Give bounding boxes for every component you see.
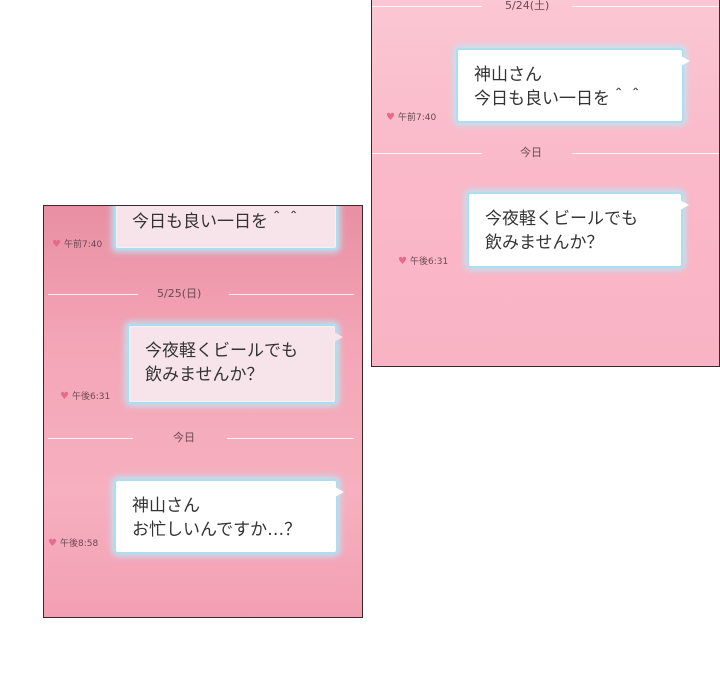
time-label: 午後8:58 <box>59 539 99 549</box>
today-divider: 今日 <box>44 429 362 449</box>
bubble-tail <box>334 332 343 342</box>
date-divider: 5/24(土) <box>372 0 719 17</box>
date-label: 5/25(日) <box>157 287 202 300</box>
heart-icon: ♥ <box>52 239 61 250</box>
heart-icon: ♥ <box>48 538 57 549</box>
today-label: 今日 <box>520 146 542 159</box>
message-time: ♥午前7:40 <box>386 110 436 123</box>
bubble-tail <box>681 56 690 66</box>
time-label: 午前7:40 <box>397 113 437 123</box>
time-label: 午後6:31 <box>71 392 111 402</box>
message-line: 飲みませんか？ <box>145 365 264 385</box>
date-divider: 5/25(日) <box>44 285 362 305</box>
message-line: 今夜軽くビールでも <box>485 209 638 229</box>
message-bubble[interactable]: 今日も良い一日を＾＾ <box>114 206 338 250</box>
message-line: 今日も良い一日を＾＾ <box>132 212 302 232</box>
message-time: ♥午後8:58 <box>48 536 98 549</box>
message-bubble[interactable]: 今夜軽くビールでも 飲みませんか？ <box>467 192 689 268</box>
bubble-tail <box>335 487 344 497</box>
message-time: ♥午前7:40 <box>52 237 102 250</box>
chat-panel-right: 5/24(土) 神山さん 今日も良い一日を＾＾ ♥午前7:40 今日 今夜軽くビ… <box>371 0 720 367</box>
message-line: 今夜軽くビールでも <box>145 341 298 361</box>
heart-icon: ♥ <box>386 112 395 123</box>
message-line: 神山さん <box>132 496 200 516</box>
chat-panel-left: 今日も良い一日を＾＾ ♥午前7:40 5/25(日) 今夜軽くビールでも 飲みま… <box>43 205 363 618</box>
message-line: 飲みませんか？ <box>485 233 604 253</box>
message-bubble[interactable]: 今夜軽くビールでも 飲みませんか？ <box>127 324 343 404</box>
time-label: 午前7:40 <box>63 240 103 250</box>
today-label: 今日 <box>173 431 195 444</box>
time-label: 午後6:31 <box>409 257 449 267</box>
message-bubble[interactable]: 神山さん お忙しいんですか…？ <box>114 479 344 554</box>
message-time: ♥午後6:31 <box>60 389 110 402</box>
today-divider: 今日 <box>372 144 719 164</box>
bubble-tail <box>680 200 689 210</box>
message-bubble[interactable]: 神山さん 今日も良い一日を＾＾ <box>456 48 690 123</box>
message-line: 今日も良い一日を＾＾ <box>474 89 644 109</box>
heart-icon: ♥ <box>60 391 69 402</box>
date-label: 5/24(土) <box>505 0 550 12</box>
heart-icon: ♥ <box>398 256 407 267</box>
message-time: ♥午後6:31 <box>398 254 448 267</box>
message-line: 神山さん <box>474 65 542 85</box>
message-line: お忙しいんですか…？ <box>132 520 302 540</box>
